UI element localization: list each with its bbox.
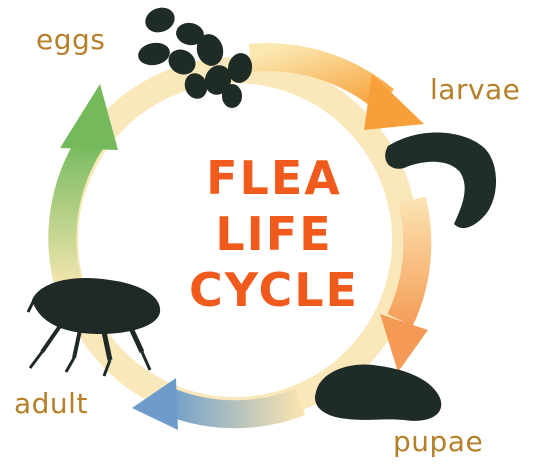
adult-flea-illustration [28, 278, 160, 376]
stage-label-larvae: larvae [430, 76, 520, 104]
title-line-3: CYCLE [150, 262, 398, 318]
pupa-illustration [315, 364, 441, 420]
stage-label-pupae: pupae [393, 428, 483, 456]
title-line-1: FLEA [150, 150, 398, 206]
diagram-title: FLEA LIFE CYCLE [150, 150, 398, 318]
stage-label-eggs: eggs [36, 26, 105, 54]
title-line-2: LIFE [150, 206, 398, 262]
stage-label-adult: adult [14, 390, 88, 418]
